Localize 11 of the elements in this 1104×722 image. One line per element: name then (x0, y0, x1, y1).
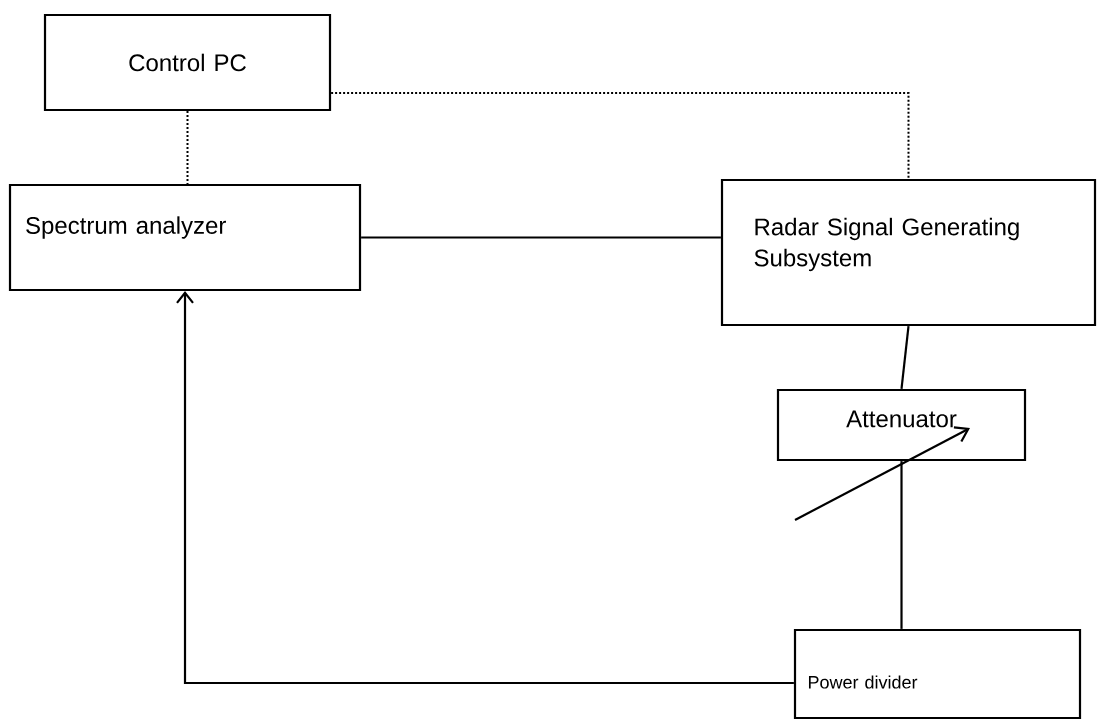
connector-line (900, 325, 910, 390)
process-box: Power divider (793, 628, 1082, 720)
process-box: Attenuator (776, 388, 1027, 462)
connector-line (176, 291, 794, 685)
process-box: Spectrum analyzer (8, 183, 362, 292)
connector-line (900, 461, 903, 629)
connector-line (186, 110, 189, 185)
process-box: Radar Signal Generating Subsystem (720, 178, 1097, 327)
connector-line (330, 92, 910, 180)
connector-line (361, 236, 721, 239)
process-box: Control PC (43, 13, 332, 112)
